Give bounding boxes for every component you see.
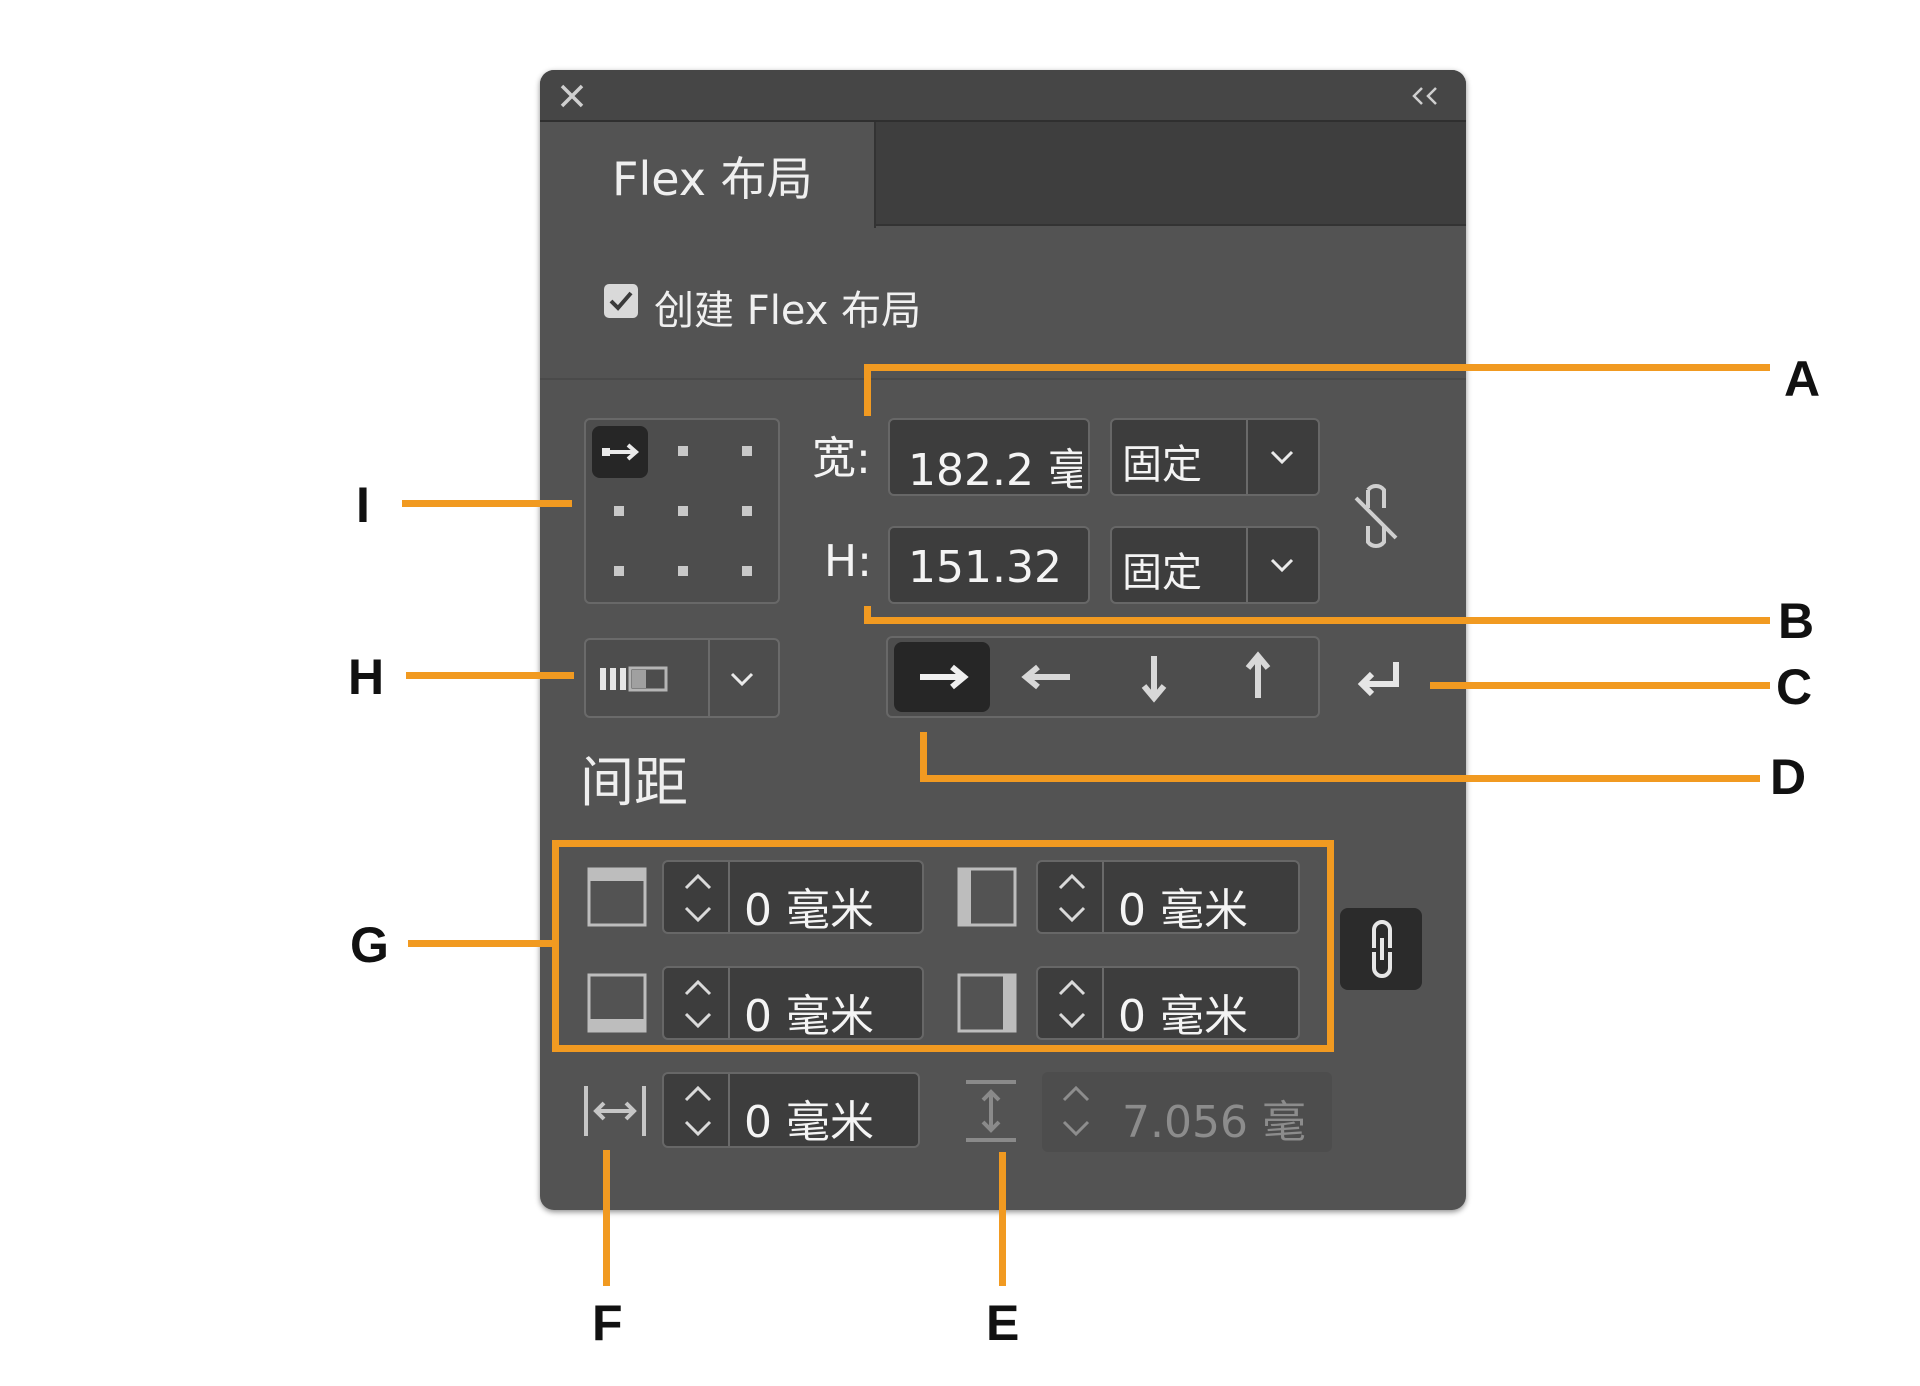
callout-f-line xyxy=(603,1150,610,1286)
create-flex-checkbox[interactable] xyxy=(604,284,638,318)
stepper-icon[interactable] xyxy=(1044,866,1100,930)
padding-left-icon xyxy=(956,866,1018,928)
create-flex-label: 创建 Flex 布局 xyxy=(654,288,922,334)
stepper-divider xyxy=(1102,968,1104,1038)
height-mode-value: 固定 xyxy=(1122,550,1202,596)
checkmark-icon xyxy=(609,291,633,311)
collapse-double-chevron-icon[interactable] xyxy=(1406,82,1446,110)
direction-group xyxy=(886,636,1320,718)
callout-b-line-v xyxy=(864,606,871,624)
chevron-down-icon xyxy=(730,672,754,687)
callout-i-line xyxy=(402,500,572,507)
width-mode-value: 固定 xyxy=(1122,442,1202,488)
height-mode-select[interactable]: 固定 xyxy=(1110,526,1320,604)
callout-e-line xyxy=(999,1152,1006,1286)
select-divider xyxy=(708,640,710,716)
tab-flex-layout-label: Flex 布局 xyxy=(612,152,813,206)
up-arrow-icon xyxy=(1245,651,1271,698)
stepper-icon[interactable] xyxy=(670,866,726,930)
unlink-icon[interactable] xyxy=(1348,482,1404,550)
justify-mode-select[interactable] xyxy=(584,638,780,718)
callout-g-box xyxy=(552,840,1334,1052)
height-label: H: xyxy=(824,536,872,587)
panel-titlebar xyxy=(540,70,1466,122)
link-padding-button[interactable] xyxy=(1340,908,1422,990)
alignment-grid[interactable] xyxy=(584,418,780,604)
select-divider xyxy=(1246,420,1248,494)
callout-e-label: E xyxy=(986,1295,1020,1351)
callout-a-line-h xyxy=(864,364,1770,371)
callout-c-label: C xyxy=(1776,659,1813,715)
padding-right-icon xyxy=(956,972,1018,1034)
padding-top-field[interactable]: 0 毫米 xyxy=(662,860,924,936)
column-gap-value: 0 毫米 xyxy=(744,1097,874,1148)
stepper-divider xyxy=(728,862,730,932)
padding-bottom-value: 0 毫米 xyxy=(744,991,874,1042)
callout-f-label: F xyxy=(592,1295,623,1351)
flex-layout-panel: Flex 布局 创建 Flex 布局 宽: 182.2 毫 固定 H: 151.… xyxy=(540,70,1466,1210)
callout-b-line-h xyxy=(864,617,1770,624)
stepper-divider xyxy=(728,1074,730,1146)
width-value: 182.2 毫 xyxy=(908,445,1082,496)
callout-i-label: I xyxy=(356,477,370,533)
direction-right-button[interactable] xyxy=(894,642,990,712)
row-gap-value: 7.056 毫 xyxy=(1122,1097,1306,1148)
tab-flex-layout[interactable] xyxy=(540,122,876,228)
padding-right-value: 0 毫米 xyxy=(1118,991,1248,1042)
height-input[interactable]: 151.32 xyxy=(888,526,1090,604)
stepper-icon[interactable] xyxy=(670,1078,726,1144)
padding-bottom-field[interactable]: 0 毫米 xyxy=(662,966,924,1042)
stepper-icon[interactable] xyxy=(1044,972,1100,1036)
padding-top-icon xyxy=(586,866,648,928)
down-arrow-icon xyxy=(1141,656,1167,703)
chevron-down-icon xyxy=(1270,450,1294,465)
row-gap-icon xyxy=(962,1076,1020,1146)
wrap-return-icon[interactable] xyxy=(1350,656,1406,700)
callout-a-label: A xyxy=(1784,351,1821,407)
spacing-title: 间距 xyxy=(580,751,688,814)
direction-up-button[interactable] xyxy=(1210,642,1306,712)
callout-d-line-v xyxy=(920,732,927,782)
width-mode-select[interactable]: 固定 xyxy=(1110,418,1320,496)
stepper-divider xyxy=(1102,862,1104,932)
column-gap-field[interactable]: 0 毫米 xyxy=(662,1072,920,1148)
padding-left-field[interactable]: 0 毫米 xyxy=(1036,860,1300,936)
chevron-down-icon xyxy=(1270,558,1294,573)
padding-right-field[interactable]: 0 毫米 xyxy=(1036,966,1300,1042)
select-divider xyxy=(1246,528,1248,602)
padding-top-value: 0 毫米 xyxy=(744,885,874,936)
left-arrow-icon xyxy=(1021,664,1070,690)
padding-bottom-icon xyxy=(586,972,648,1034)
callout-g-label: G xyxy=(350,917,389,973)
direction-left-button[interactable] xyxy=(1000,642,1096,712)
width-input[interactable]: 182.2 毫 xyxy=(888,418,1090,496)
callout-h-label: H xyxy=(348,649,385,705)
callout-h-line xyxy=(406,672,574,679)
callout-d-label: D xyxy=(1770,749,1807,805)
direction-down-button[interactable] xyxy=(1106,642,1202,712)
callout-a-line-v xyxy=(864,364,871,416)
stepper-icon[interactable] xyxy=(670,972,726,1036)
width-label: 宽: xyxy=(812,433,871,484)
row-gap-field[interactable]: 7.056 毫 xyxy=(1042,1072,1332,1152)
callout-b-label: B xyxy=(1778,593,1815,649)
right-arrow-icon xyxy=(920,664,969,690)
alignment-dots xyxy=(614,446,752,576)
align-top-left-selected[interactable] xyxy=(592,426,648,478)
close-icon[interactable] xyxy=(556,80,588,112)
callout-c-line xyxy=(1430,682,1770,689)
column-gap-icon xyxy=(580,1080,650,1142)
callout-g-line xyxy=(408,940,554,947)
padding-left-value: 0 毫米 xyxy=(1118,885,1248,936)
link-icon xyxy=(1372,920,1392,978)
distribution-bars-icon xyxy=(600,666,668,692)
height-value: 151.32 xyxy=(908,542,1062,593)
callout-d-line-h xyxy=(920,775,1760,782)
stepper-divider xyxy=(728,968,730,1038)
stepper-icon xyxy=(1062,1085,1090,1137)
section-divider xyxy=(540,378,1466,380)
